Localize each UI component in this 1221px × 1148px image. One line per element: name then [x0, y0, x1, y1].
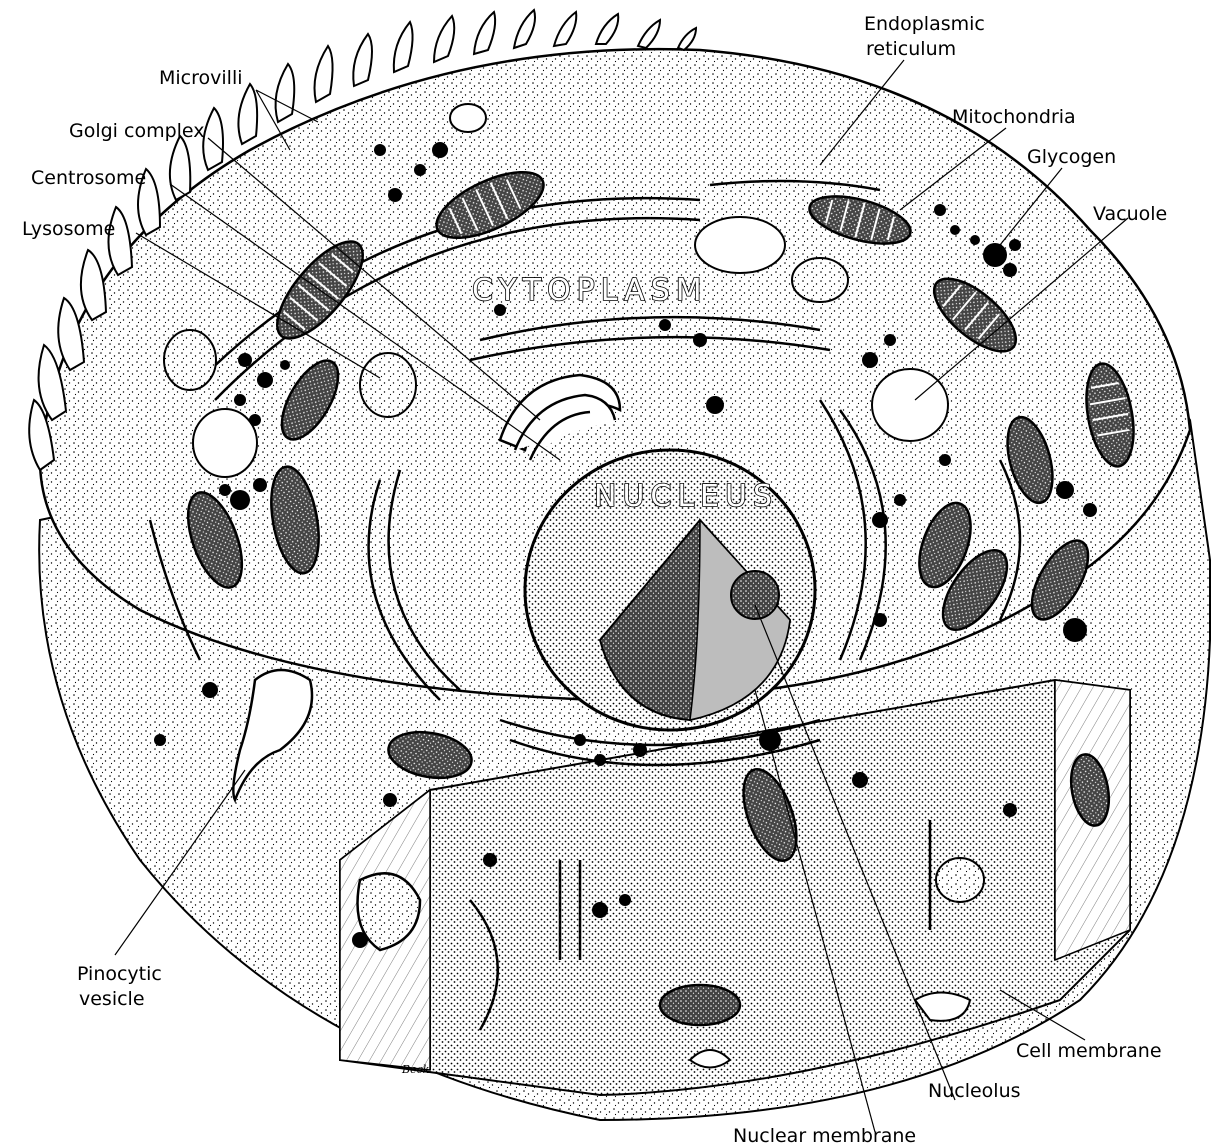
label-er-line1: Endoplasmic — [864, 13, 985, 35]
nucleus-label: NUCLEUS — [594, 479, 778, 514]
vacuole-body — [193, 409, 257, 477]
vacuole-body — [450, 104, 486, 132]
label-microvilli: Microvilli — [159, 67, 243, 89]
label-vacuole: Vacuole — [1093, 203, 1167, 225]
label-cell-membrane: Cell membrane — [1016, 1040, 1162, 1062]
label-lysosome: Lysosome — [22, 218, 115, 240]
label-pinocytic-line2: vesicle — [79, 988, 145, 1010]
vacuole-body — [164, 330, 216, 390]
label-mitochondria: Mitochondria — [952, 106, 1076, 128]
vacuole-body — [936, 858, 984, 902]
vacuole-body — [872, 369, 948, 441]
label-centrosome: Centrosome — [31, 167, 146, 189]
nucleolus-body — [731, 571, 779, 619]
vacuole-body — [695, 217, 785, 273]
artist-signature: Beck — [401, 1063, 430, 1076]
lysosome-body — [360, 353, 416, 417]
vacuole-body — [792, 258, 848, 302]
label-nucleolus: Nucleolus — [928, 1080, 1021, 1102]
label-golgi-complex: Golgi complex — [69, 120, 205, 142]
label-glycogen: Glycogen — [1027, 146, 1116, 168]
label-er-line2: reticulum — [866, 38, 956, 60]
cytoplasm-label: CYTOPLASM — [472, 273, 708, 308]
label-nuclear-membrane: Nuclear membrane — [733, 1125, 916, 1147]
mitochondrion — [660, 985, 740, 1025]
label-pinocytic-line1: Pinocytic — [77, 963, 162, 985]
